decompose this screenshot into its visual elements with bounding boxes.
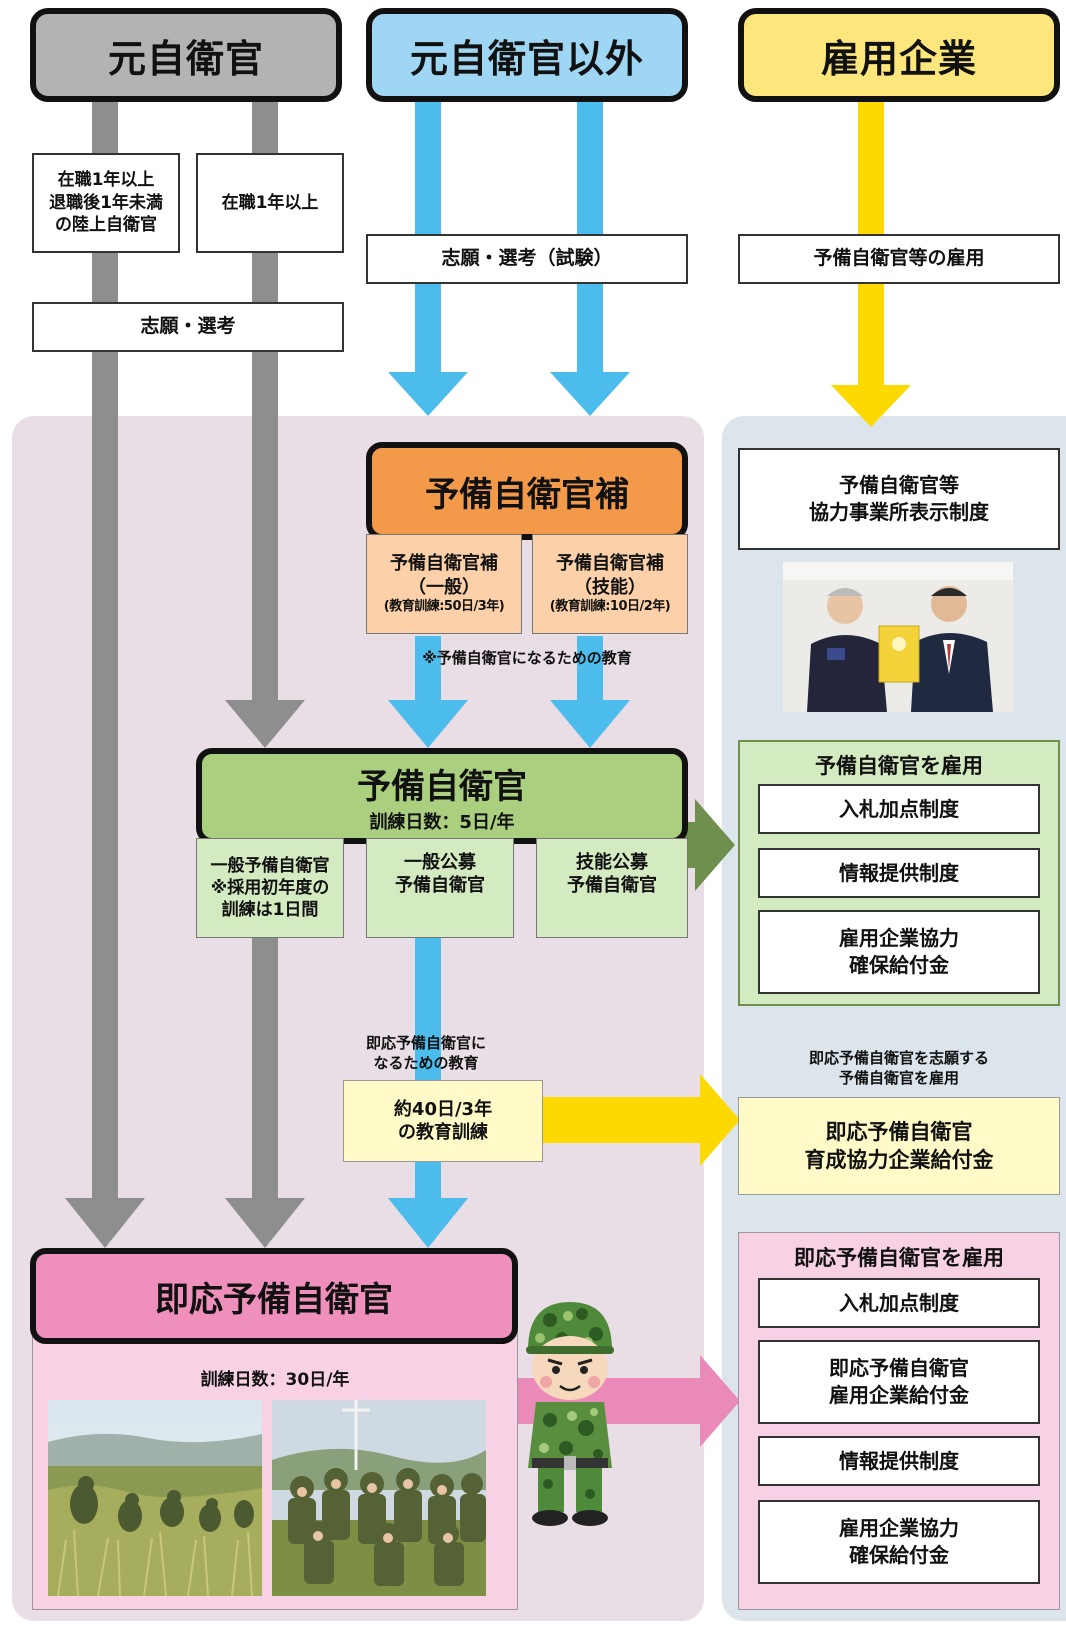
- apply-select-box: 志願・選考: [32, 302, 344, 352]
- condition-one-year: 在職1年以上: [196, 153, 344, 253]
- header-non-former-sdf: 元自衛官以外: [366, 8, 688, 102]
- ready-education-box-line-1: 約40日/3年: [393, 1098, 493, 1120]
- soldier-mascot-image: [526, 1302, 614, 1526]
- reserve-candidate-note: ※予備自衛官になるための教育: [422, 649, 632, 667]
- employment-cooperation-grant-2: 雇用企業協力 確保給付金: [758, 1500, 1040, 1584]
- green-arrow-head: [695, 799, 735, 891]
- reserve-candidate-general: 予備自衛官補 （一般） (教育訓練:50日/3年): [366, 534, 522, 634]
- blue-arrow-c-head: [388, 700, 468, 748]
- bid-points-system-2: 入札加点制度: [758, 1278, 1040, 1328]
- reserve-title: 予備自衛官: [357, 766, 527, 807]
- hire-applicant-note-line-1: 即応予備自衛官を志願する: [808, 1049, 989, 1067]
- header-employer: 雇用企業: [738, 8, 1060, 102]
- candidate-technical-line-2: （技能）: [574, 576, 646, 598]
- blue-arrow-c-stem: [415, 636, 441, 700]
- display-system-line-1: 予備自衛官等: [839, 473, 959, 497]
- candidate-general-line-1: 予備自衛官補: [390, 553, 498, 575]
- ready-reserve-employer-grant: 即応予備自衛官 雇用企業給付金: [758, 1340, 1040, 1424]
- blue-arrow-d-stem: [577, 636, 603, 700]
- ready-education-box: 約40日/3年 の教育訓練: [343, 1080, 543, 1162]
- reserve-type-public-line-1: 一般公募: [404, 852, 476, 873]
- candidate-technical-training: (教育訓練:10日/2年): [549, 598, 671, 614]
- ready-education-box-line-2: の教育訓練: [398, 1122, 488, 1143]
- ready-education-note-line-1: 即応予備自衛官に: [365, 1034, 486, 1052]
- yellow-arrow-down-head: [831, 385, 911, 427]
- employment-cooperation-grant-1: 雇用企業協力 確保給付金: [758, 910, 1040, 994]
- gray-arrow-left-stem: [92, 100, 118, 1198]
- blue-arrow-a-head: [388, 372, 468, 416]
- employment-cooperation-grant-1-line-1: 雇用企業協力: [839, 926, 959, 950]
- reserve-type-technical-line-1: 技能公募: [576, 852, 648, 873]
- hire-ready-reserve-title: 即応予備自衛官を雇用: [794, 1246, 1004, 1270]
- apply-exam-box: 志願・選考（試験）: [366, 234, 688, 284]
- certificate-photo-image: [783, 562, 1013, 712]
- ready-education-note: 即応予備自衛官に なるための教育: [326, 1033, 526, 1074]
- info-provision-system-2: 情報提供制度: [758, 1436, 1040, 1486]
- cooperation-display-system: 予備自衛官等 協力事業所表示制度: [738, 448, 1060, 550]
- soldier-mascot: [510, 1298, 630, 1533]
- info-provision-system-1: 情報提供制度: [758, 848, 1040, 898]
- blue-arrow-b-head: [550, 372, 630, 416]
- reserve-type-general-line-1: 一般予備自衛官: [210, 855, 330, 876]
- ready-reserve-box: 即応予備自衛官: [30, 1248, 518, 1344]
- hire-applicant-note-line-2: 予備自衛官を雇用: [838, 1069, 959, 1088]
- gray-arrow-mid-lower-stem: [252, 935, 278, 1198]
- ready-education-note-line-2: なるための教育: [373, 1054, 479, 1073]
- gray-arrow-mid-upper-head: [225, 700, 305, 748]
- yellow-arrow-right-stem: [520, 1097, 700, 1143]
- condition-line-3: の陸上自衛官: [55, 215, 157, 236]
- employment-cooperation-grant-2-line-1: 雇用企業協力: [839, 1516, 959, 1540]
- training-photo-field-image: [48, 1400, 262, 1596]
- certificate-photo: [783, 562, 1013, 712]
- employment-cooperation-grant-1-line-2: 確保給付金: [849, 953, 949, 977]
- ready-employer-grant-line-2: 雇用企業給付金: [829, 1383, 969, 1407]
- training-photo-field: [48, 1400, 262, 1596]
- reserve-type-public-line-2: 予備自衛官: [395, 875, 485, 897]
- reserve-type-technical: 技能公募 予備自衛官: [536, 838, 688, 938]
- training-photo-group-image: [272, 1400, 486, 1596]
- candidate-general-line-2: （一般）: [408, 576, 480, 598]
- gray-arrow-left-head: [65, 1198, 145, 1248]
- employment-cooperation-grant-2-line-2: 確保給付金: [849, 1543, 949, 1567]
- hire-applicant-note: 即応予備自衛官を志願する 予備自衛官を雇用: [738, 1048, 1060, 1089]
- reserve-type-general: 一般予備自衛官 ※採用初年度の 訓練は1日間: [196, 838, 344, 938]
- training-grant-line-2: 育成協力企業給付金: [804, 1148, 994, 1172]
- yellow-arrow-right-head: [700, 1074, 740, 1166]
- candidate-technical-line-1: 予備自衛官補: [556, 553, 664, 575]
- ready-reserve-title: 即応予備自衛官: [155, 1279, 393, 1320]
- reserve-candidate-technical: 予備自衛官補 （技能） (教育訓練:10日/2年): [532, 534, 688, 634]
- condition-line-2: 退職後1年未満: [49, 192, 163, 213]
- ready-reserve-training: 訓練日数：30日/年: [200, 1370, 350, 1390]
- reserve-type-public: 一般公募 予備自衛官: [366, 838, 514, 938]
- condition-line-1: 在職1年以上: [57, 169, 155, 190]
- ready-employer-grant-line-1: 即応予備自衛官: [829, 1356, 969, 1380]
- bid-points-system-1: 入札加点制度: [758, 784, 1040, 834]
- display-system-line-2: 協力事業所表示制度: [809, 500, 989, 524]
- candidate-general-training: (教育訓練:50日/3年): [383, 598, 505, 614]
- condition-former-ground-sdf: 在職1年以上 退職後1年未満 の陸上自衛官: [32, 153, 180, 253]
- gray-arrow-mid-lower-head: [225, 1198, 305, 1248]
- hire-reserve-title: 予備自衛官を雇用: [815, 754, 983, 778]
- reserve-candidate-box: 予備自衛官補: [366, 442, 688, 540]
- reserve-type-general-line-3: 訓練は1日間: [221, 900, 319, 921]
- training-grant-line-1: 即応予備自衛官: [825, 1119, 973, 1144]
- reserve-candidate-title: 予備自衛官補: [425, 474, 629, 515]
- training-photo-group: [272, 1400, 486, 1596]
- pink-arrow-head: [700, 1355, 740, 1447]
- employ-reserve-box: 予備自衛官等の雇用: [738, 234, 1060, 284]
- reserve-type-general-line-2: ※採用初年度の: [210, 877, 330, 898]
- reserve-type-technical-line-2: 予備自衛官: [567, 875, 657, 897]
- header-former-sdf: 元自衛官: [30, 8, 342, 102]
- blue-arrow-e-head: [388, 1198, 468, 1248]
- training-cooperation-grant: 即応予備自衛官 育成協力企業給付金: [738, 1097, 1060, 1195]
- reserve-box: 予備自衛官 訓練日数：5日/年: [196, 748, 688, 844]
- blue-arrow-d-head: [550, 700, 630, 748]
- reserve-training: 訓練日数：5日/年: [369, 811, 515, 833]
